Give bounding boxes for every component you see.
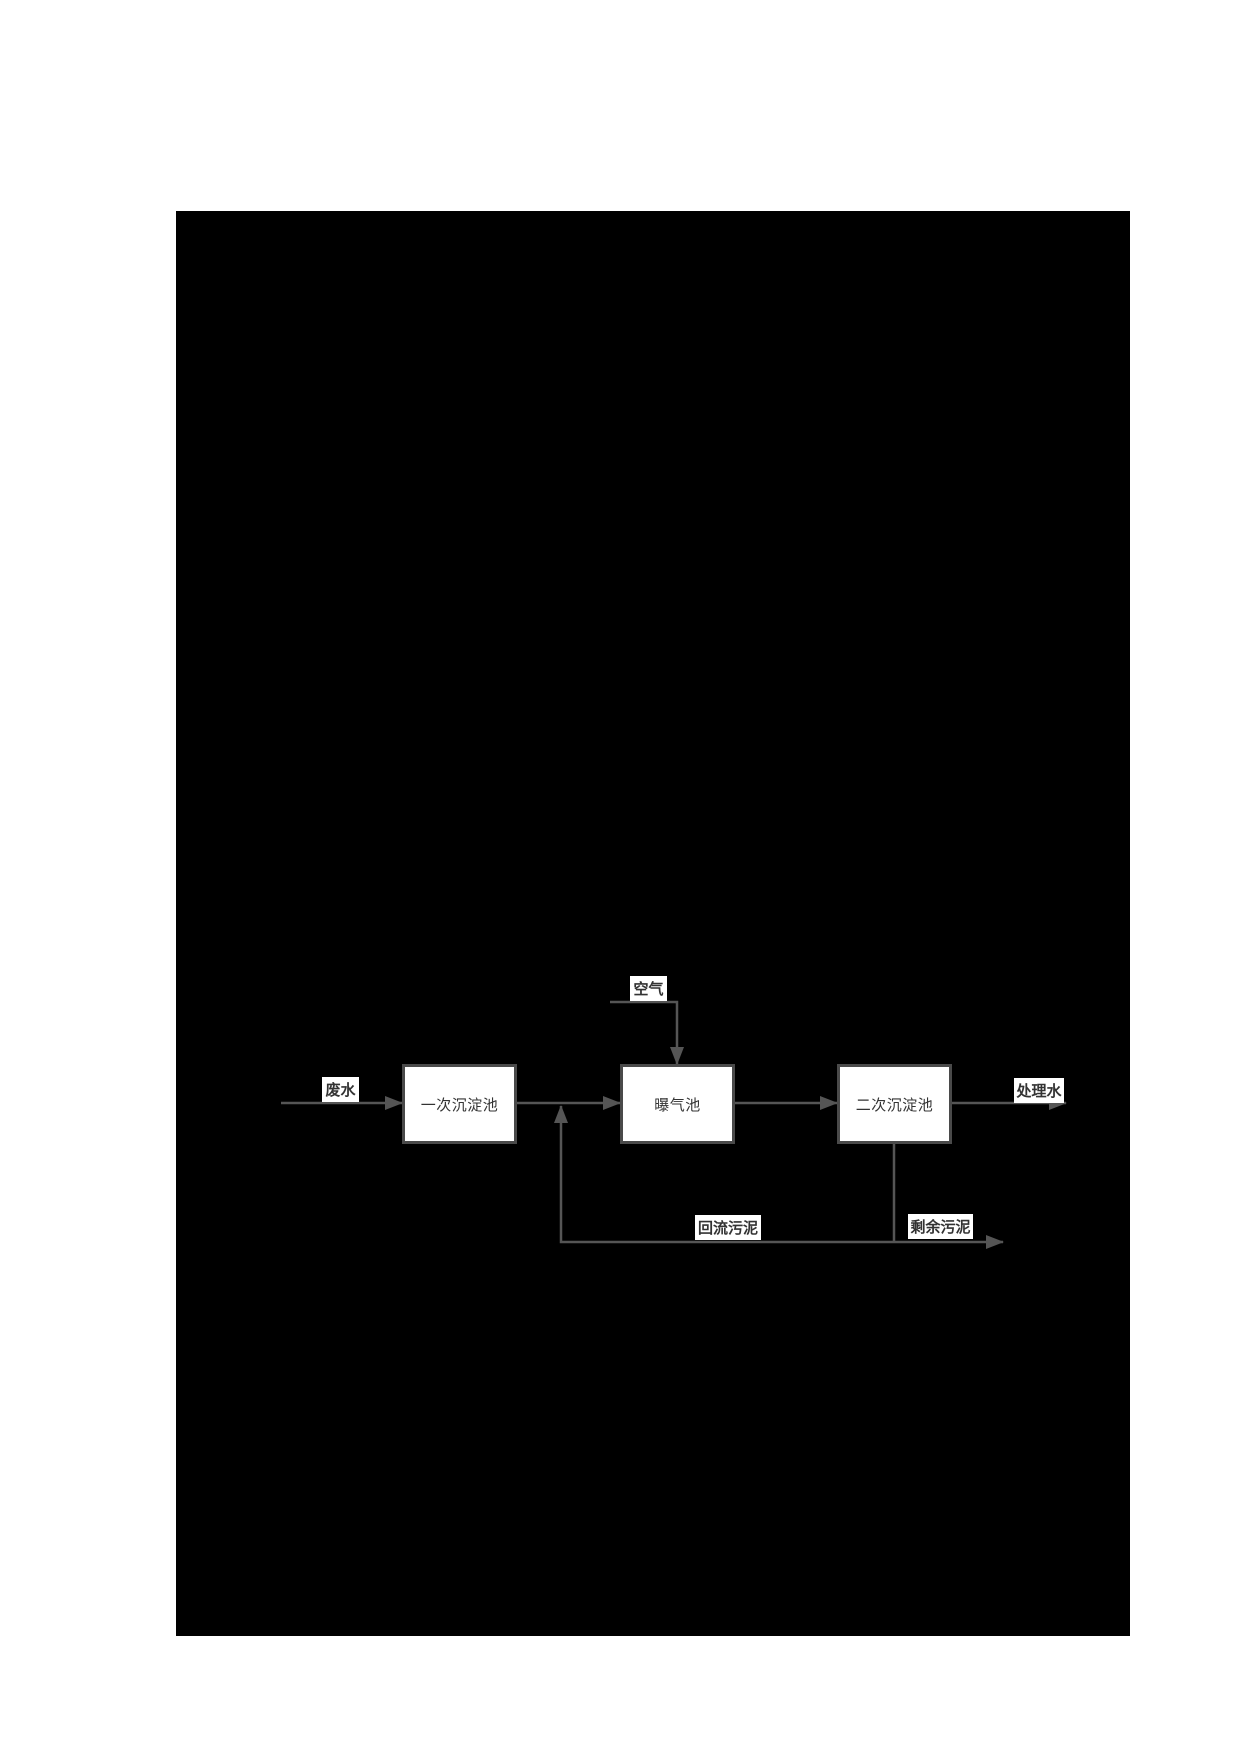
return-sludge-arrow	[554, 1105, 894, 1244]
aeration-tank-node: 曝气池	[620, 1064, 735, 1144]
treated-water-label: 处理水	[1014, 1078, 1064, 1103]
diagram-canvas	[176, 211, 1130, 1636]
aeration-tank-label: 曝气池	[654, 1095, 701, 1114]
return-sludge-label: 回流污泥	[695, 1215, 761, 1240]
air-label: 空气	[630, 976, 667, 1001]
secondary-clarifier-label: 二次沉淀池	[855, 1095, 934, 1114]
secondary-clarifier-node: 二次沉淀池	[837, 1064, 952, 1144]
primary-clarifier-label: 一次沉淀池	[420, 1095, 499, 1114]
primary-clarifier-node: 一次沉淀池	[402, 1064, 517, 1144]
wastewater-label: 废水	[322, 1077, 359, 1102]
excess-sludge-label: 剩余污泥	[908, 1214, 973, 1239]
air-input-arrow	[610, 1000, 684, 1065]
